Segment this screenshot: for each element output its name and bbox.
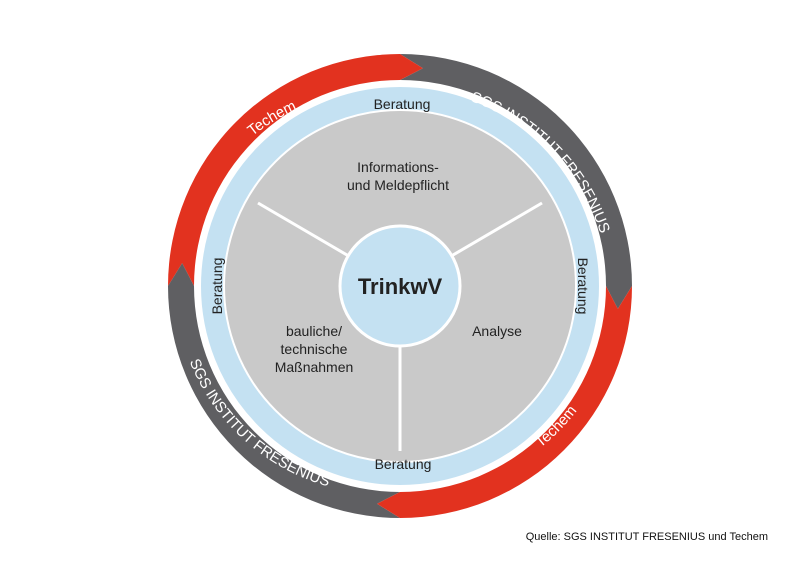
outer-ring bbox=[168, 54, 632, 518]
beratung-label-left: Beratung bbox=[209, 258, 225, 315]
beratung-label-top: Beratung bbox=[374, 96, 431, 112]
sector-measures-line3: Maßnahmen bbox=[275, 359, 354, 375]
sector-information-line2: und Meldepflicht bbox=[347, 177, 449, 193]
sector-measures-line1: bauliche/ bbox=[286, 323, 342, 339]
outer-segment-techem-left bbox=[168, 54, 423, 286]
beratung-label-bottom: Beratung bbox=[375, 456, 432, 472]
beratung-label-right: Beratung bbox=[575, 258, 591, 315]
outer-segment-sgs-top bbox=[400, 54, 632, 309]
source-note: Quelle: SGS INSTITUT FRESENIUS und Teche… bbox=[526, 531, 768, 543]
outer-segment-techem-right bbox=[377, 286, 632, 518]
sector-information-line1: Informations- bbox=[357, 159, 439, 175]
sector-analysis-label: Analyse bbox=[472, 323, 522, 339]
outer-segment-sgs-bottom bbox=[168, 263, 400, 518]
center-circle bbox=[338, 224, 462, 348]
sector-measures-line2: technische bbox=[281, 341, 348, 357]
center-label: TrinkwV bbox=[358, 274, 443, 299]
